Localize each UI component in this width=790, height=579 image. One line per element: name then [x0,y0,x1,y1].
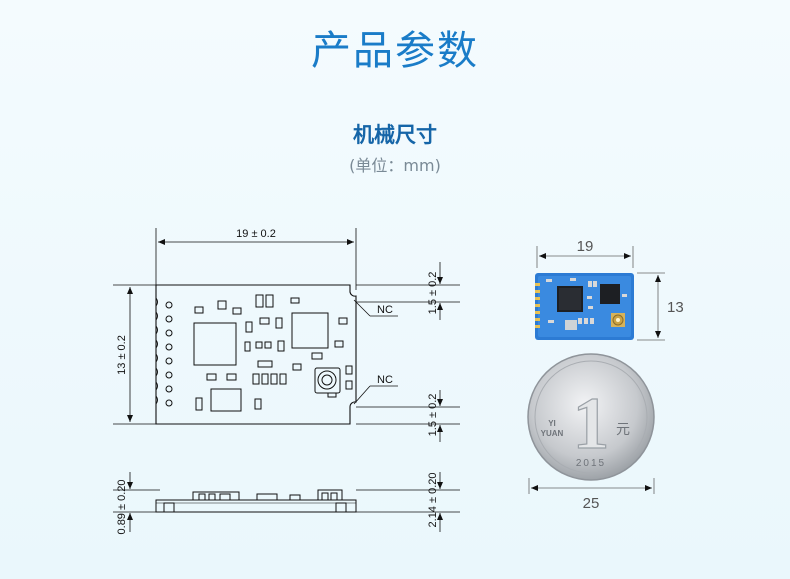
pin-offset-top-dim: 1.5 ± 0.2 [427,272,439,315]
side-view [113,472,460,532]
top-view [113,228,460,442]
coin-photo: 1 [527,353,655,494]
side-thickness-right-dim: 2.14 ± 0.20 [427,473,439,528]
coin-yi: YI [548,419,556,428]
unit-note: (单位：mm) [349,156,441,175]
pin-offset-bottom-dim: 1.5 ± 0.2 [427,394,439,437]
coin-yuan-pinyin: YUAN [541,429,564,438]
nc-label-top: NC [377,304,393,316]
coin-digit: 1 [573,383,610,465]
photo-width-label: 19 [577,238,594,255]
page-title: 产品参数 [311,28,479,74]
coin-year: 2015 [576,458,606,469]
side-thickness-left-dim: 0.89 ± 0.20 [116,480,128,535]
coin-yuan-hanzi: 元 [616,422,630,438]
coin-width-label: 25 [583,495,600,512]
height-dimension: 13 ± 0.2 [116,335,128,375]
module-photo [535,246,665,341]
section-title: 机械尺寸 [353,123,437,147]
pin-holes [165,301,173,407]
width-dimension: 19 ± 0.2 [236,228,276,240]
nc-label-bottom: NC [377,374,393,386]
photo-height-label: 13 [667,299,684,316]
